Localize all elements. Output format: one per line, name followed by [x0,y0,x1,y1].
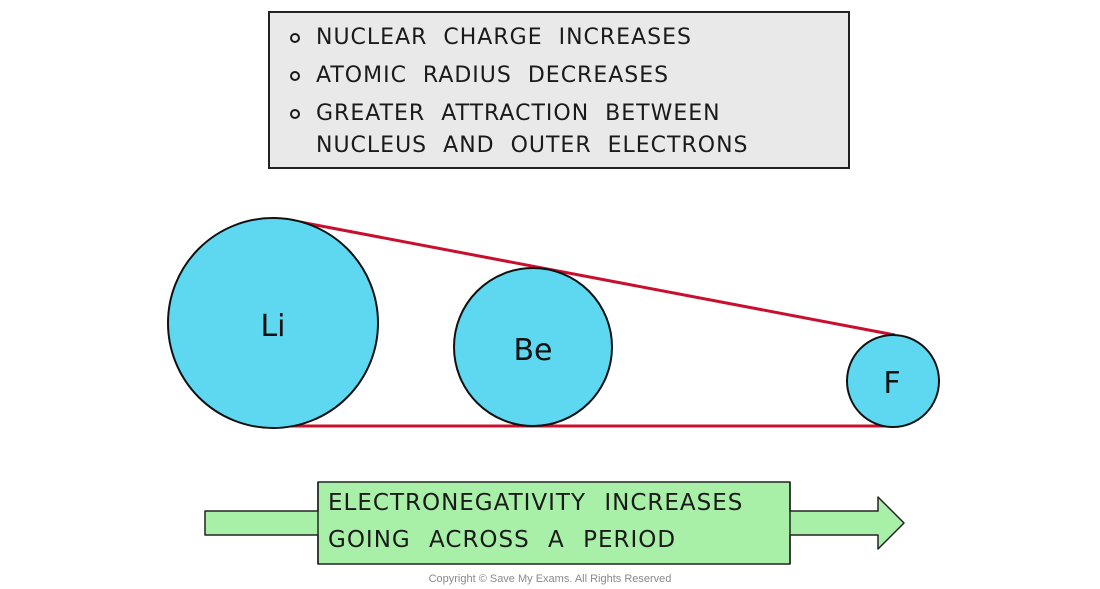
bullet-icon [290,33,300,43]
trend-arrow-text: ELECTRONEGATIVITY INCREASES GOING ACROSS… [318,482,788,562]
atom-be-label: Be [513,333,552,368]
atom-f-label: F [883,366,900,401]
copyright-notice: Copyright © Save My Exams. All Rights Re… [428,573,672,585]
bullet-icon [290,71,300,81]
atom-li-circle [167,217,379,429]
info-item-nuclear-charge: NUCLEAR CHARGE INCREASES [290,22,692,54]
upper-trend-line [299,220,896,337]
info-item-text: NUCLEAR CHARGE INCREASES [316,25,692,50]
trend-arrow-line-2: GOING ACROSS A PERIOD [328,527,677,553]
info-item-text: GREATER ATTRACTION BETWEEN NUCLEUS AND O… [316,101,749,158]
atom-li-label: Li [260,309,285,344]
atom-f-circle [846,334,940,428]
trend-arrow-line-1: ELECTRONEGATIVITY INCREASES [328,490,744,516]
bullet-icon [290,109,300,119]
info-item-atomic-radius: ATOMIC RADIUS DECREASES [290,60,669,92]
info-box: NUCLEAR CHARGE INCREASES ATOMIC RADIUS D… [268,11,850,169]
info-item-text: ATOMIC RADIUS DECREASES [316,63,670,88]
info-item-attraction: GREATER ATTRACTION BETWEEN NUCLEUS AND O… [290,98,830,162]
atom-be-circle [453,267,613,427]
